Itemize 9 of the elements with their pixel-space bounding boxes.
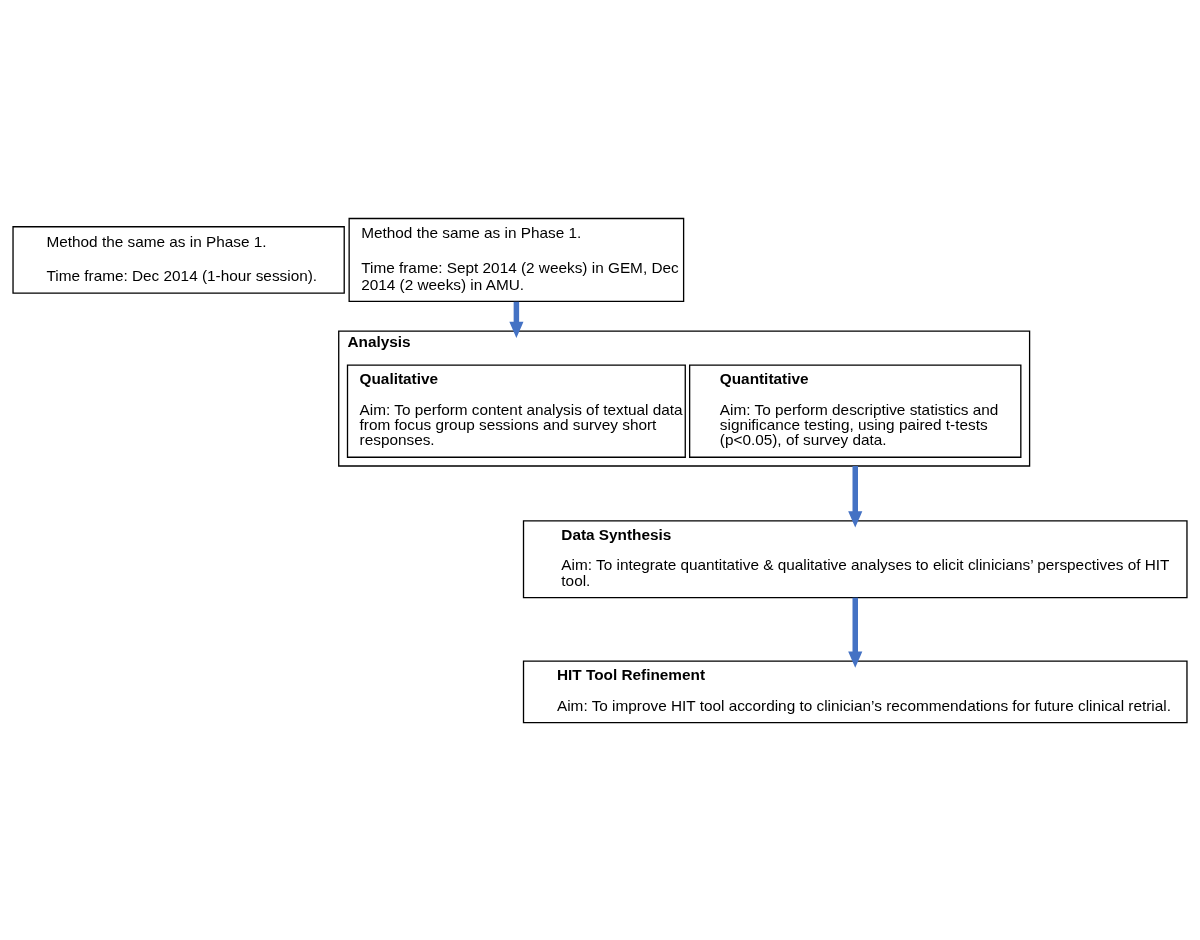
node-box: HIT Tool Refinement Aim: To improve HIT tool according to clinician’s recommendations for future clinical retrial.	[522, 660, 1188, 723]
arrow	[848, 465, 863, 527]
node-box: Method the same as in Phase 1. Time frame: Dec 2014 (1-hour session).	[12, 225, 345, 294]
node-box: Quantitative Aim: To perform descriptive statistics and significance testing, using paired t-tests (p<0.05), of survey data.	[689, 363, 1022, 458]
node-box: Data Synthesis Aim: To integrate quantitative & qualitative analyses to elicit clinicians’ perspectives of HIT tool.	[522, 519, 1188, 598]
arrow	[848, 597, 863, 668]
node-box: Method the same as in Phase 1. Time frame: Sept 2014 (2 weeks) in GEM, Dec 2014 (2 weeks) in AMU.	[348, 217, 685, 302]
node-box: Qualitative Aim: To perform content analysis of textual data from focus group sessions and survey short responses.	[346, 363, 686, 458]
arrow	[509, 301, 524, 338]
